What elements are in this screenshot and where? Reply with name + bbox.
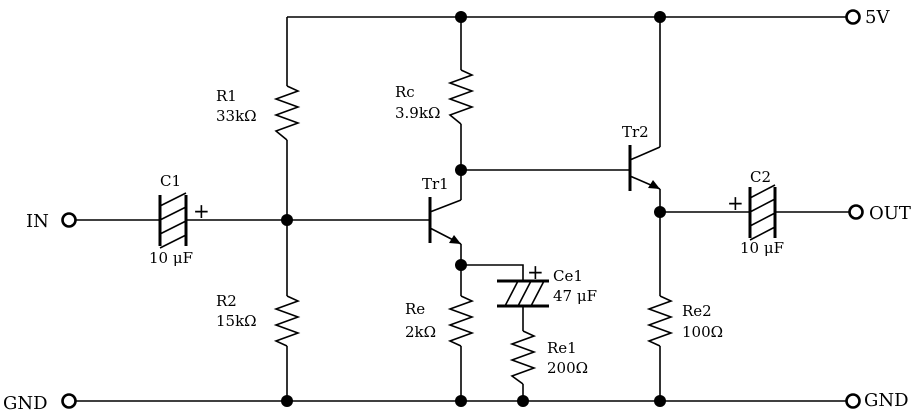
capacitor-c2 xyxy=(748,184,777,241)
label-5v: 5V xyxy=(865,7,890,28)
label-re1-value: 200Ω xyxy=(547,359,588,377)
capacitor-c1 xyxy=(158,192,188,249)
resistor-rc xyxy=(447,69,475,125)
transistor-tr1 xyxy=(428,197,462,245)
label-ce1-name: Ce1 xyxy=(553,267,583,285)
resistor-re xyxy=(447,295,475,347)
label-rc-value: 3.9kΩ xyxy=(395,104,440,122)
resistor-re1 xyxy=(509,330,537,385)
label-re-value: 2kΩ xyxy=(405,323,436,341)
transistor-tr2 xyxy=(628,145,661,191)
terminal-in xyxy=(61,212,77,228)
label-c2-plus: + xyxy=(727,191,744,215)
terminal-5v xyxy=(845,9,861,25)
label-gnd-right: GND xyxy=(864,390,909,411)
junction-dots xyxy=(281,11,666,407)
label-re2-name: Re2 xyxy=(682,302,712,320)
label-rc-name: Rc xyxy=(395,83,415,101)
label-r2-name: R2 xyxy=(216,292,237,310)
label-c1-value: 10 μF xyxy=(149,249,193,267)
label-ce1-value: 47 μF xyxy=(553,287,597,305)
label-re2-value: 100Ω xyxy=(682,323,723,341)
label-r1-name: R1 xyxy=(216,87,237,105)
label-in: IN xyxy=(26,211,49,232)
label-re1-name: Re1 xyxy=(547,339,577,357)
label-c1-name: C1 xyxy=(160,172,181,190)
capacitor-ce1 xyxy=(497,279,549,308)
label-c2-name: C2 xyxy=(750,168,771,186)
label-gnd-left: GND xyxy=(3,393,48,414)
label-r1-value: 33kΩ xyxy=(216,107,257,125)
label-out: OUT xyxy=(869,203,911,224)
wires xyxy=(70,16,850,402)
label-tr1: Tr1 xyxy=(422,175,449,193)
terminal-gnd-left xyxy=(61,393,77,409)
label-c1-plus: + xyxy=(193,199,210,223)
label-tr2: Tr2 xyxy=(622,123,649,141)
label-c2-value: 10 μF xyxy=(740,239,784,257)
terminal-gnd-right xyxy=(845,393,861,409)
terminal-out xyxy=(848,204,864,220)
label-ce1-plus: + xyxy=(527,260,544,284)
label-r2-value: 15kΩ xyxy=(216,312,257,330)
resistor-r1 xyxy=(273,85,301,141)
resistor-r2 xyxy=(273,295,301,347)
resistor-re2 xyxy=(646,295,674,347)
label-re-name: Re xyxy=(405,300,425,318)
